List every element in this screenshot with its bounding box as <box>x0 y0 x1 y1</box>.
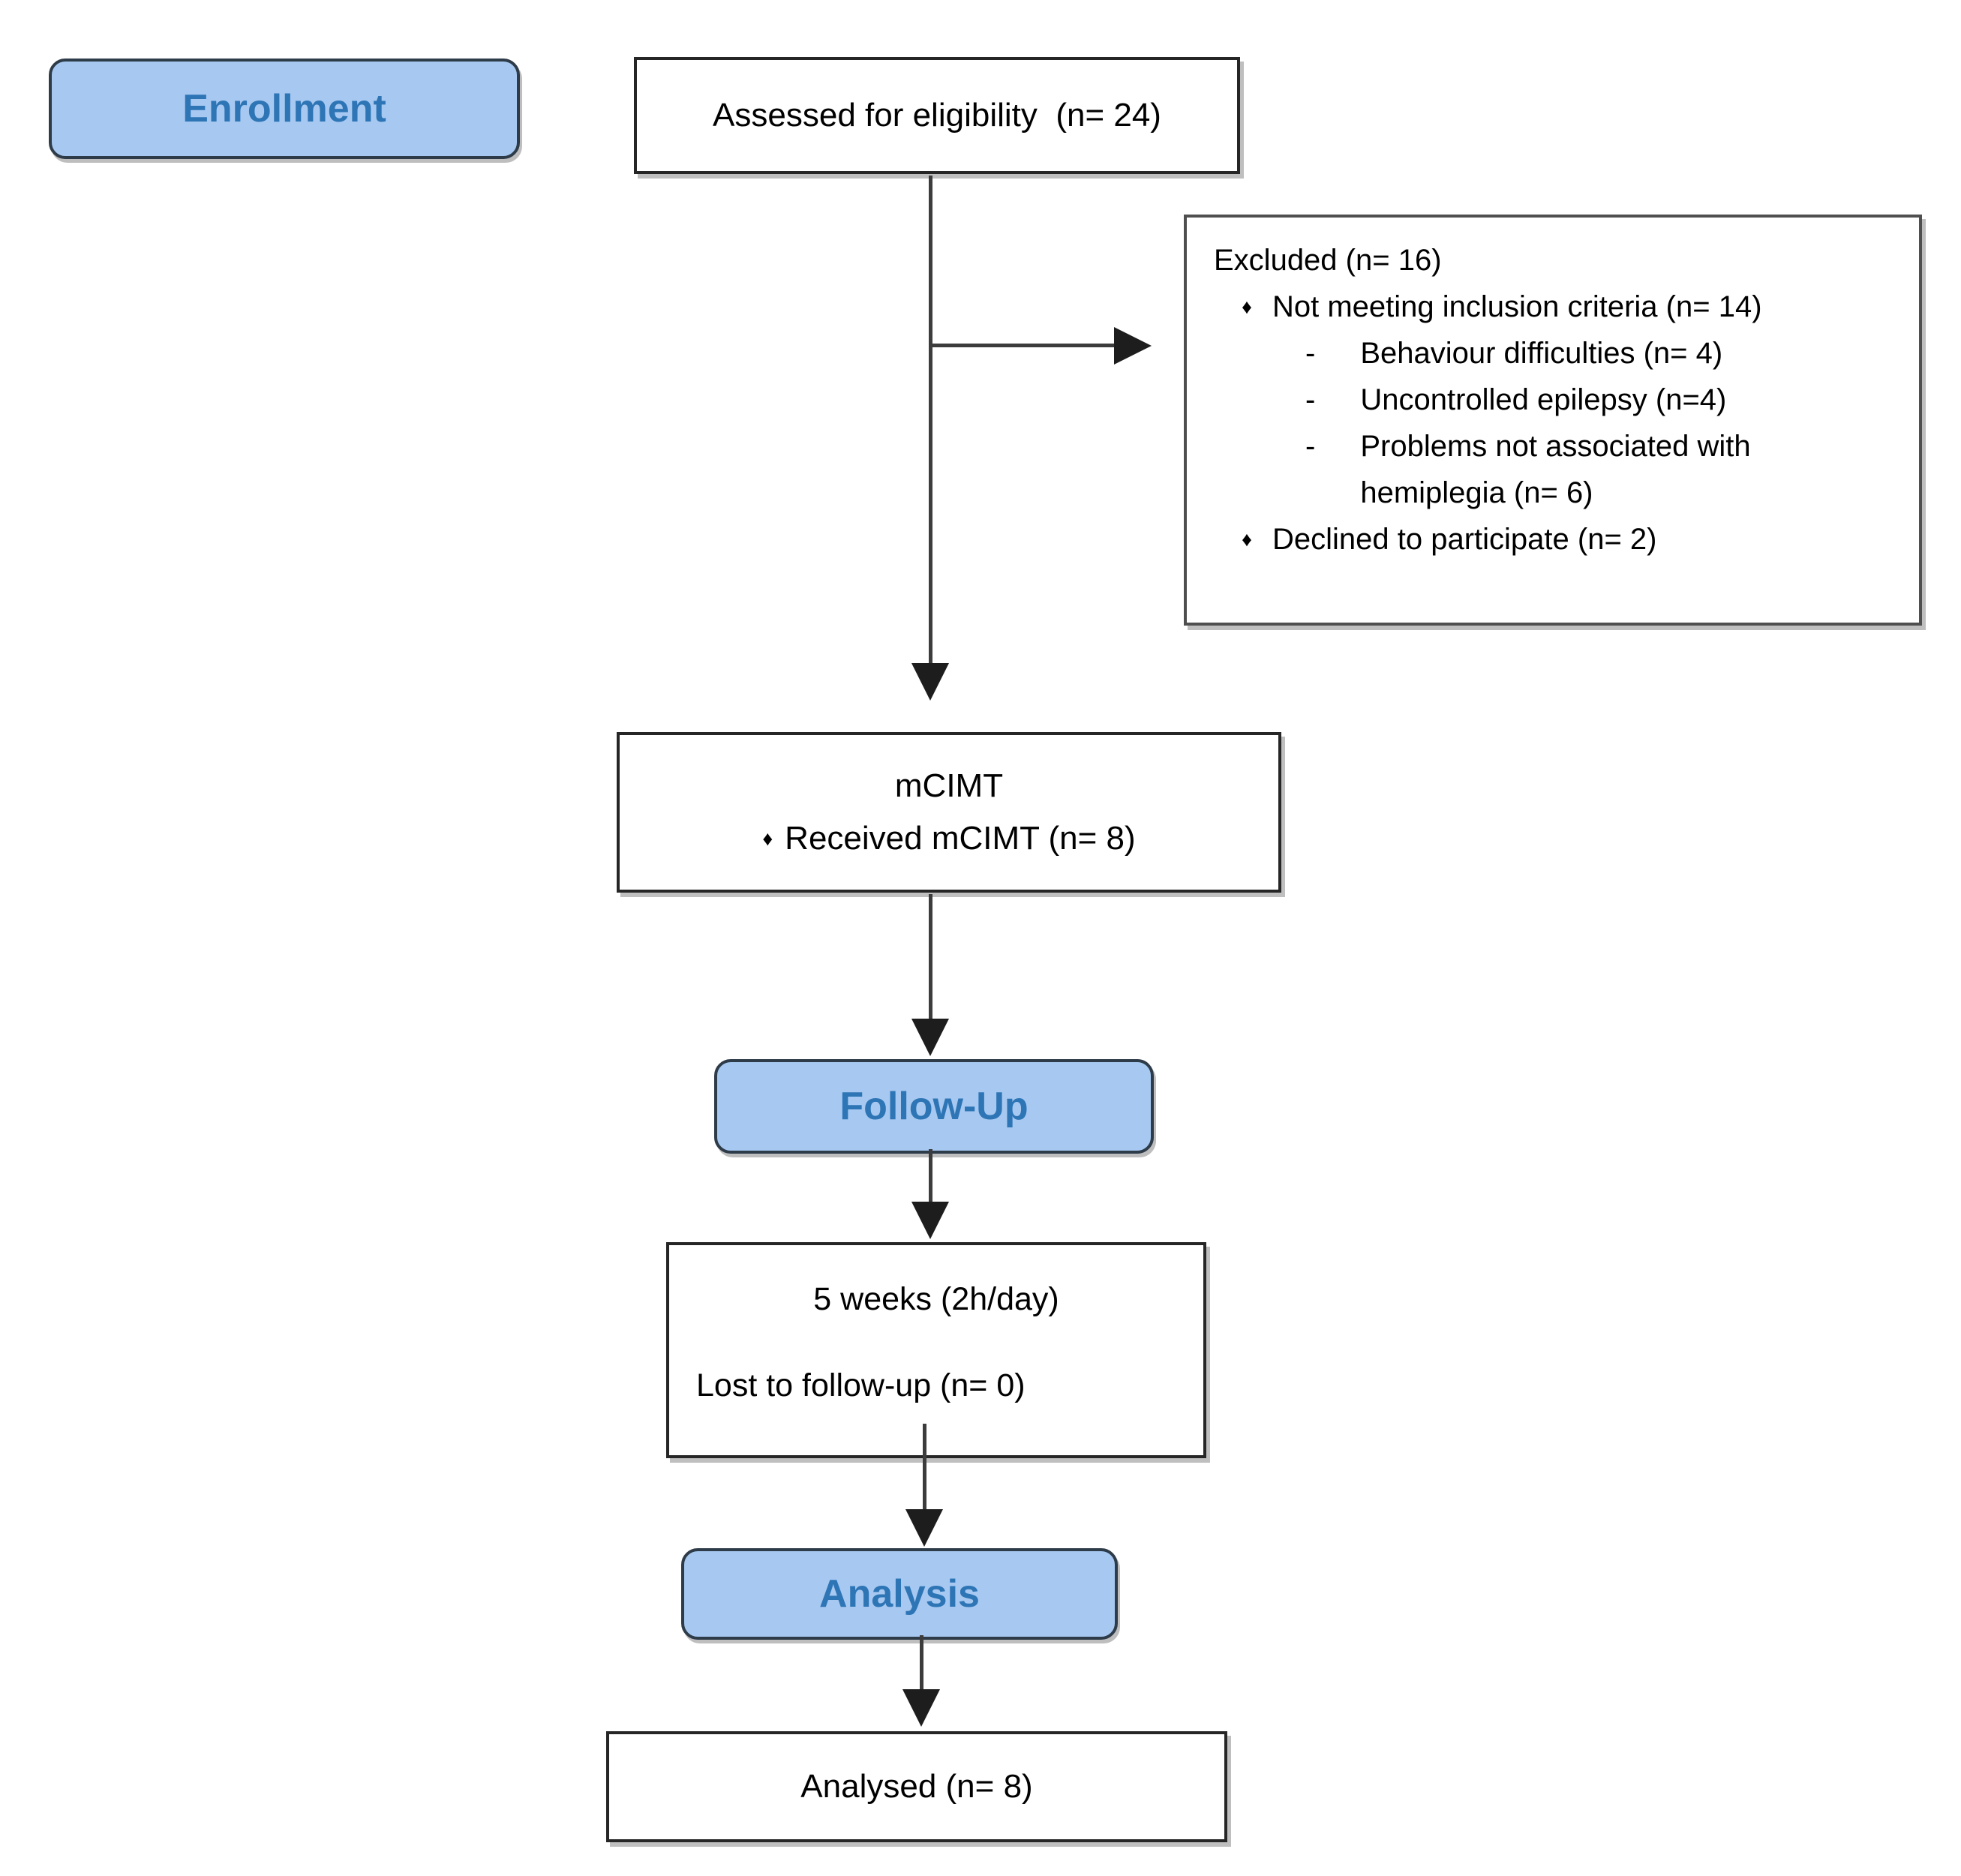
arrow-analysis-to-analysed-head <box>902 1689 940 1727</box>
bullet-diamond-icon: ♦ <box>762 827 773 850</box>
dash-icon: - <box>1305 337 1316 370</box>
mcimt-title: mCIMT <box>894 767 1004 804</box>
arrow-branch-to-excluded-line <box>930 344 1114 347</box>
bullet-diamond-icon: ♦ <box>1242 296 1252 318</box>
dash-icon: - <box>1305 430 1316 463</box>
analysed-box: Analysed (n= 8) <box>606 1731 1227 1842</box>
excluded-title: Excluded (n= 16) <box>1214 244 1442 277</box>
arrow-branch-to-excluded-head <box>1114 327 1152 365</box>
lost-to-followup-text: Lost to follow-up (n= 0) <box>696 1367 1026 1403</box>
arrow-followup-to-weeks-head <box>911 1202 949 1239</box>
arrow-assessed-to-mcimt-line <box>929 176 932 663</box>
phase-label-followup-text: Follow-Up <box>839 1085 1029 1128</box>
phase-label-followup: Follow-Up <box>714 1059 1154 1154</box>
arrow-weeks-to-analysis-line <box>923 1424 926 1509</box>
followup-duration-box: 5 weeks (2h/day) Lost to follow-up (n= 0… <box>666 1242 1206 1458</box>
mcimt-box: mCIMT ♦ Received mCIMT (n= 8) <box>617 732 1281 893</box>
analysed-text: Analysed (n= 8) <box>800 1768 1033 1805</box>
arrow-weeks-to-analysis-head <box>905 1509 943 1547</box>
excluded-box: Excluded (n= 16) ♦ Not meeting inclusion… <box>1184 215 1922 626</box>
phase-label-analysis: Analysis <box>681 1548 1118 1640</box>
excluded-item-not-meeting-text: Not meeting inclusion criteria (n= 14) <box>1272 290 1762 323</box>
excluded-subitem-behaviour-text: Behaviour difficulties (n= 4) <box>1360 337 1723 370</box>
phase-label-analysis-text: Analysis <box>819 1572 980 1616</box>
excluded-subitem-problems: - Problems not associated with hemiplegi… <box>1208 423 1898 516</box>
duration-text: 5 weeks (2h/day) <box>813 1281 1059 1317</box>
excluded-subitem-behaviour: - Behaviour difficulties (n= 4) <box>1208 330 1898 377</box>
phase-label-enrollment: Enrollment <box>49 59 520 159</box>
excluded-item-declined-text: Declined to participate (n= 2) <box>1272 523 1657 556</box>
dash-icon: - <box>1305 383 1316 416</box>
arrow-mcimt-to-followup-head <box>911 1019 949 1056</box>
arrow-followup-to-weeks-line <box>929 1149 932 1203</box>
mcimt-received-line: ♦ Received mCIMT (n= 8) <box>762 816 1135 861</box>
excluded-subitem-problems-text: Problems not associated with hemiplegia … <box>1360 430 1759 509</box>
mcimt-received-text: Received mCIMT (n= 8) <box>785 820 1136 857</box>
excluded-item-declined: ♦ Declined to participate (n= 2) <box>1208 516 1898 563</box>
arrow-assessed-to-mcimt-head <box>911 663 949 701</box>
excluded-subitem-epilepsy: - Uncontrolled epilepsy (n=4) <box>1208 377 1898 423</box>
excluded-item-not-meeting: ♦ Not meeting inclusion criteria (n= 14) <box>1208 284 1898 330</box>
arrow-mcimt-to-followup-line <box>929 894 932 1020</box>
arrow-analysis-to-analysed-line <box>920 1635 923 1691</box>
assessed-eligibility-text: Assessed for eligibility (n= 24) <box>713 97 1161 134</box>
excluded-subitem-epilepsy-text: Uncontrolled epilepsy (n=4) <box>1360 383 1727 416</box>
assessed-eligibility-box: Assessed for eligibility (n= 24) <box>634 57 1240 174</box>
bullet-diamond-icon: ♦ <box>1242 528 1252 551</box>
phase-label-enrollment-text: Enrollment <box>182 87 386 131</box>
